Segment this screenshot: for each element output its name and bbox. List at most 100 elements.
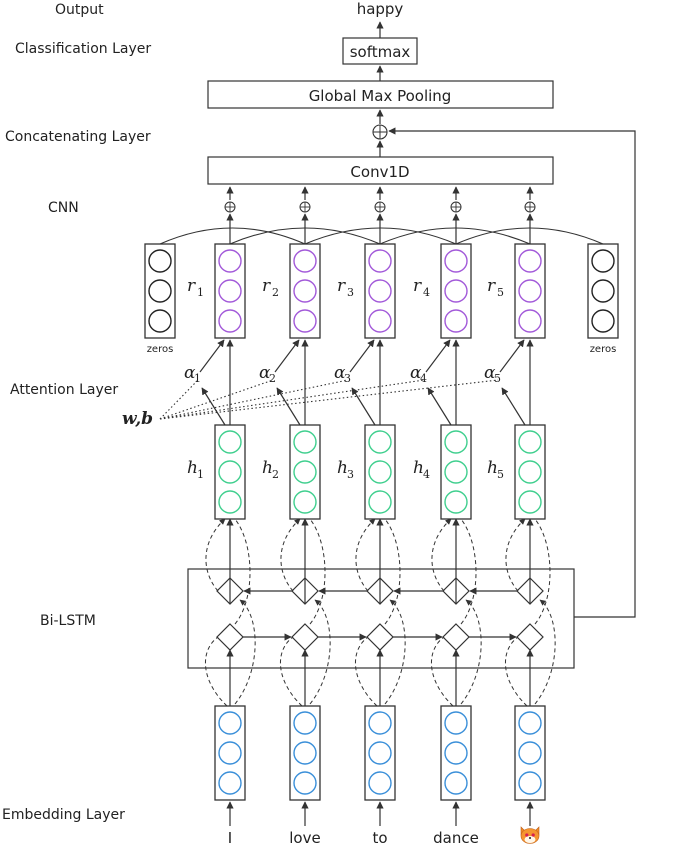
- vector-box: [440, 243, 472, 339]
- conv-window-arc: [379, 227, 531, 245]
- wb-dotted-link: [159, 379, 499, 420]
- dashed-link: [505, 518, 526, 592]
- dashed-link: [280, 518, 301, 592]
- label-concatenating: Concatenating Layer: [5, 129, 151, 145]
- r-symbol: r: [487, 276, 496, 296]
- dashed-link: [205, 518, 226, 592]
- h-to-alpha-arrow: [201, 387, 226, 426]
- r-index: 5: [497, 286, 504, 299]
- unit-node: [293, 249, 317, 273]
- dashed-link: [384, 599, 406, 705]
- r-index: 3: [347, 286, 354, 299]
- unit-node: [518, 249, 542, 273]
- vector-box: [214, 705, 246, 801]
- unit-node: [518, 771, 542, 795]
- unit-node: [368, 430, 392, 454]
- alpha-to-r-arrow: [349, 339, 375, 373]
- unit-node: [368, 771, 392, 795]
- cnn-plus-icon: [224, 201, 236, 213]
- alpha-index: 2: [269, 372, 276, 385]
- dashed-link: [534, 599, 556, 705]
- unit-node: [591, 249, 615, 273]
- vector-box: [144, 243, 176, 339]
- h-symbol: h: [187, 458, 198, 478]
- dashed-link: [234, 599, 256, 705]
- skip-connection: [388, 127, 636, 618]
- alpha-to-r-arrow: [274, 339, 300, 373]
- h-vector: [514, 424, 546, 520]
- label-attention: Attention Layer: [10, 382, 118, 398]
- vector-box: [289, 705, 321, 801]
- unit-node: [518, 309, 542, 333]
- fox-emoji-icon: [520, 826, 540, 844]
- unit-node: [444, 249, 468, 273]
- unit-node: [218, 279, 242, 303]
- dashed-link: [431, 636, 454, 707]
- h-vector: [289, 424, 321, 520]
- r-symbol: r: [413, 276, 422, 296]
- unit-node: [218, 460, 242, 484]
- unit-node: [591, 279, 615, 303]
- lstm-backward-cell: [216, 623, 244, 651]
- alpha-index: 4: [420, 372, 427, 385]
- r-vector: [364, 243, 396, 339]
- dashed-link: [384, 518, 401, 625]
- dashed-link: [309, 518, 326, 625]
- zeros-vector-left: [144, 243, 176, 339]
- unit-node: [218, 249, 242, 273]
- h-to-alpha-arrow: [351, 387, 376, 426]
- dashed-link: [205, 636, 228, 707]
- h-to-alpha-arrow: [501, 387, 526, 426]
- unit-node: [148, 249, 172, 273]
- label-cnn: CNN: [48, 200, 79, 216]
- unit-node: [293, 460, 317, 484]
- unit-node: [444, 771, 468, 795]
- softmax-label: softmax: [350, 43, 411, 61]
- h-index: 5: [497, 468, 504, 481]
- unit-node: [148, 309, 172, 333]
- h-symbol: h: [487, 458, 498, 478]
- unit-node: [218, 741, 242, 765]
- alpha-symbol: α: [334, 363, 346, 383]
- vector-box: [364, 424, 396, 520]
- unit-node: [518, 741, 542, 765]
- embedding-vector: [514, 705, 546, 801]
- h-index: 2: [272, 468, 279, 481]
- dashed-link: [534, 518, 551, 625]
- unit-node: [444, 309, 468, 333]
- label-classification: Classification Layer: [15, 41, 151, 57]
- cnn-plus-icon: [299, 201, 311, 213]
- h-vector: [440, 424, 472, 520]
- alpha-index: 5: [494, 372, 501, 385]
- lstm-backward-cell: [442, 623, 470, 651]
- dashed-link: [355, 636, 378, 707]
- dashed-link: [505, 636, 528, 707]
- unit-node: [518, 711, 542, 735]
- fox-eye: [525, 833, 529, 837]
- zeros-vector-right: [587, 243, 619, 339]
- h-symbol: h: [413, 458, 424, 478]
- r-index: 4: [423, 286, 430, 299]
- unit-node: [293, 771, 317, 795]
- h-index: 1: [197, 468, 204, 481]
- h-symbol: h: [337, 458, 348, 478]
- vector-box: [214, 243, 246, 339]
- h-vector: [364, 424, 396, 520]
- unit-node: [444, 490, 468, 514]
- bilstm-box: [187, 568, 575, 669]
- conv-label: Conv1D: [350, 163, 409, 181]
- fox-muzzle: [524, 836, 536, 843]
- zeros-label-right: zeros: [590, 344, 617, 355]
- unit-node: [218, 771, 242, 795]
- unit-node: [218, 430, 242, 454]
- unit-node: [444, 711, 468, 735]
- wb-dotted-link: [159, 379, 199, 420]
- r-vector: [514, 243, 546, 339]
- h-index: 4: [423, 468, 430, 481]
- unit-node: [218, 309, 242, 333]
- unit-node: [293, 309, 317, 333]
- r-index: 1: [197, 286, 204, 299]
- alpha-index: 1: [194, 372, 201, 385]
- alpha-symbol: α: [484, 363, 496, 383]
- pooling-box: [207, 80, 554, 109]
